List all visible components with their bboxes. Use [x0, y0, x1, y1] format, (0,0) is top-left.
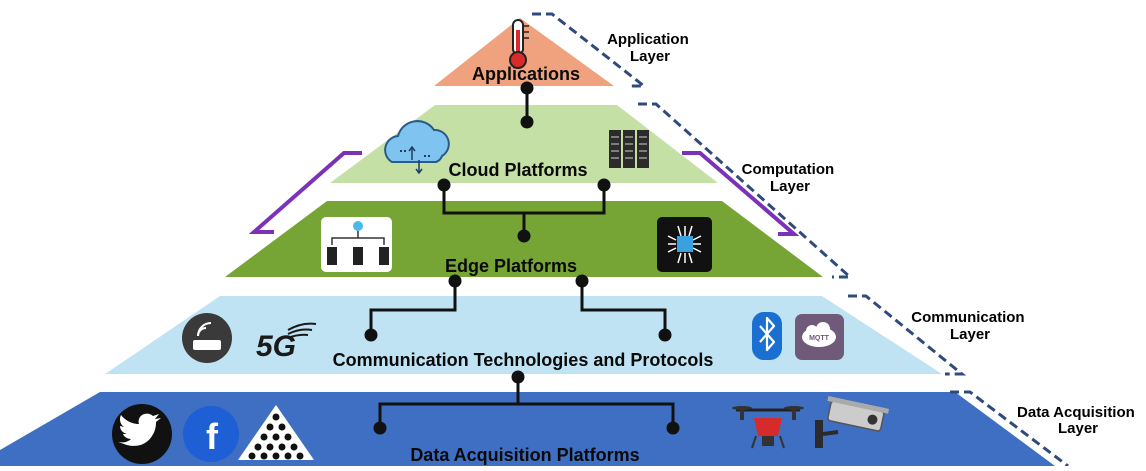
edge-network-icon — [321, 217, 392, 272]
communication-layer-label: Communication Layer — [911, 309, 1029, 343]
applications-label: Applications — [472, 64, 580, 84]
computation-layer-label: Computation Layer — [742, 161, 839, 195]
data-acquisition-layer-label: Data Acquisition Layer — [1017, 404, 1139, 437]
svg-text:5G: 5G — [256, 330, 296, 363]
connectors — [364, 81, 680, 435]
router-icon — [182, 313, 232, 363]
twitter-icon — [112, 404, 172, 464]
computation-bracket-left — [248, 151, 362, 234]
facebook-icon: f — [183, 406, 239, 462]
bluetooth-icon — [752, 312, 782, 360]
drone-icon — [732, 406, 804, 449]
data-acquisition-label: Data Acquisition Platforms — [410, 445, 639, 465]
mqtt-icon: MQTT — [795, 314, 844, 360]
data-acquisition-layer-dashline — [950, 390, 1069, 468]
computation-layer-dashline — [638, 102, 854, 279]
thermometer-icon — [509, 19, 529, 69]
application-layer-label: Application Layer — [607, 31, 693, 65]
svg-text:f: f — [206, 416, 219, 457]
communication-label: Communication Technologies and Protocols — [333, 350, 714, 370]
crowd-icon — [238, 405, 314, 460]
chip-icon — [657, 217, 712, 272]
computation-bracket-right — [682, 151, 800, 236]
application-layer-dashline — [532, 12, 649, 88]
communication-layer-dashline — [848, 294, 967, 376]
applications-tier — [434, 18, 614, 86]
cctv-camera-icon — [815, 395, 890, 448]
5g-icon: 5G — [256, 322, 317, 363]
server-rack-icon — [609, 130, 649, 168]
cloud-icon — [384, 120, 450, 175]
communication-tier — [105, 296, 942, 374]
edge-platforms-label: Edge Platforms — [445, 256, 577, 276]
cloud-platforms-label: Cloud Platforms — [448, 160, 587, 180]
svg-text:MQTT: MQTT — [809, 335, 830, 342]
